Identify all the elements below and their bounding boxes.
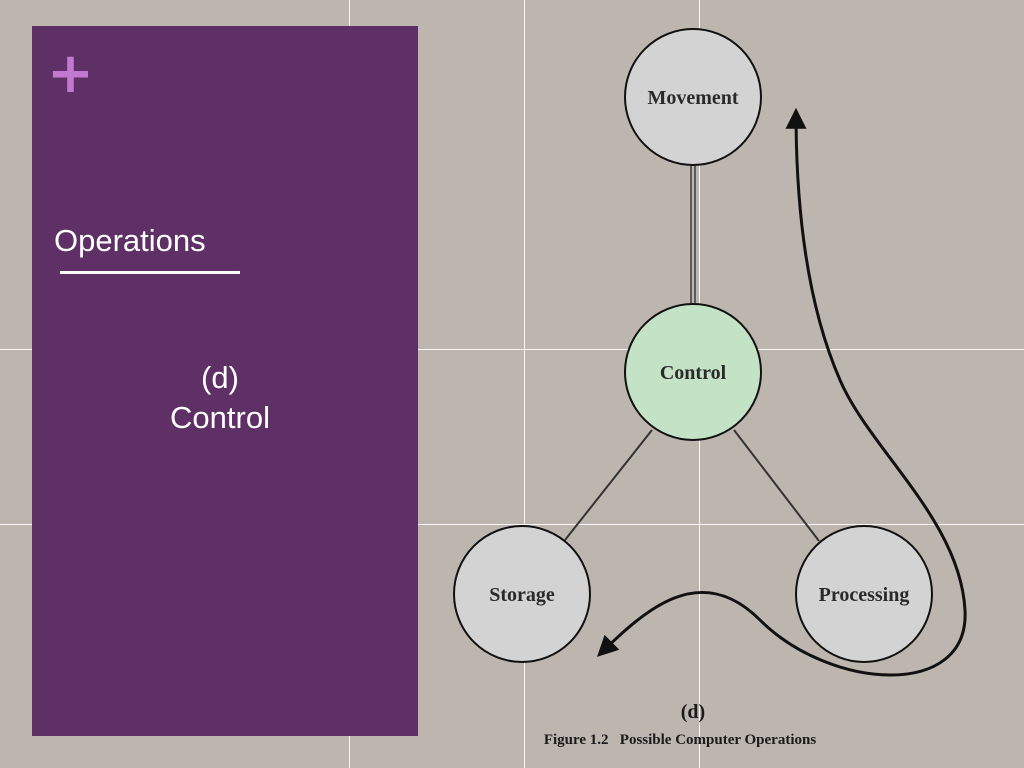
- slide-title: Operations: [54, 223, 206, 258]
- grid-line: [0, 349, 1024, 350]
- node-processing: Processing: [795, 525, 933, 663]
- node-movement-label: Movement: [647, 87, 738, 109]
- title-underline: [60, 271, 240, 274]
- plus-icon: +: [47, 41, 94, 106]
- node-storage: Storage: [453, 525, 591, 663]
- node-control-label: Control: [660, 362, 727, 384]
- subtitle-line-1: (d): [201, 360, 239, 395]
- title-panel: [32, 26, 418, 736]
- figure-caption: Figure 1.2 Possible Computer Operations: [544, 732, 817, 748]
- subtitle-line-2: Control: [170, 400, 270, 435]
- node-movement: Movement: [624, 28, 762, 166]
- flow-arrow: [596, 107, 967, 677]
- slide-subtitle: (d) Control: [120, 358, 320, 438]
- node-control: Control: [624, 303, 762, 441]
- grid-line: [0, 524, 1024, 525]
- grid-line: [524, 0, 525, 768]
- connector-control-storage: [564, 429, 653, 541]
- node-storage-label: Storage: [489, 584, 555, 606]
- node-processing-label: Processing: [819, 584, 910, 606]
- figure-letter: (d): [681, 701, 705, 723]
- connector-control-processing: [733, 429, 820, 542]
